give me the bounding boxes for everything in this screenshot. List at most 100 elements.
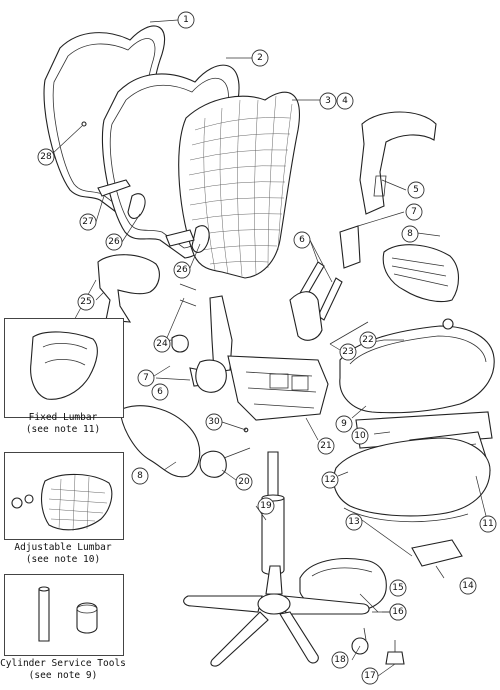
callout-22: 22 bbox=[359, 331, 377, 349]
spine-bar bbox=[289, 291, 323, 341]
fixed-lumbar-title: Fixed Lumbar bbox=[28, 412, 98, 423]
frame-bracket-mid bbox=[165, 229, 195, 247]
svg-text:6: 6 bbox=[157, 387, 163, 397]
callout-8a: 8 bbox=[401, 225, 419, 243]
inset-fixed-lumbar bbox=[4, 318, 124, 418]
callout-11: 11 bbox=[479, 515, 497, 533]
svg-text:8: 8 bbox=[137, 471, 143, 481]
svg-text:4: 4 bbox=[342, 96, 348, 106]
adjustable-lumbar-caption: Adjustable Lumbar (see note 10) bbox=[0, 542, 138, 566]
armrest-left bbox=[97, 254, 160, 323]
callout-10: 10 bbox=[351, 427, 369, 445]
tilt-cover-15-inner bbox=[311, 567, 373, 577]
svg-text:25: 25 bbox=[80, 297, 91, 307]
frame-clip-26a bbox=[127, 193, 146, 219]
mesh-pattern bbox=[188, 95, 293, 277]
svg-text:26: 26 bbox=[108, 237, 120, 247]
callout-7a: 7 bbox=[137, 369, 155, 387]
callout-1: 1 bbox=[177, 11, 195, 29]
back-support-arm bbox=[209, 295, 233, 373]
svg-text:3: 3 bbox=[325, 96, 331, 106]
callout-25: 25 bbox=[77, 293, 95, 311]
callout-16-mark bbox=[372, 611, 390, 613]
tilt-handle-20 bbox=[199, 450, 227, 478]
callout-7b: 7 bbox=[405, 203, 423, 221]
callout-26b: 26 bbox=[173, 261, 191, 279]
callout-2: 2 bbox=[251, 49, 269, 67]
tilt-housing-detail bbox=[245, 371, 317, 409]
lumbar-cover-ribs bbox=[391, 257, 449, 287]
callout-9: 9 bbox=[335, 415, 353, 433]
callout-24: 24 bbox=[153, 335, 171, 353]
pin-24a bbox=[179, 283, 197, 291]
svg-text:14: 14 bbox=[462, 581, 474, 591]
adjustable-lumbar-title: Adjustable Lumbar bbox=[14, 542, 112, 553]
svg-text:27: 27 bbox=[82, 217, 93, 227]
seat-base-12 bbox=[333, 437, 491, 517]
callout-27: 27 bbox=[79, 213, 97, 231]
svg-text:12: 12 bbox=[324, 475, 335, 485]
svg-text:30: 30 bbox=[208, 417, 220, 427]
callout-17: 17 bbox=[361, 667, 379, 685]
callout-21: 21 bbox=[317, 437, 335, 455]
svg-text:2: 2 bbox=[257, 53, 263, 63]
cylinder-top bbox=[267, 451, 279, 499]
seat-base-13 bbox=[343, 507, 469, 523]
cylinder-tools-caption: Cylinder Service Tools (see note 9) bbox=[0, 658, 138, 682]
small-knob-7 bbox=[171, 334, 189, 353]
screw-28 bbox=[81, 121, 87, 127]
svg-text:8: 8 bbox=[407, 229, 413, 239]
svg-text:28: 28 bbox=[40, 152, 52, 162]
svg-text:23: 23 bbox=[342, 347, 353, 357]
glide-17 bbox=[385, 640, 405, 665]
inset-cylinder-tools bbox=[4, 574, 124, 656]
svg-text:15: 15 bbox=[392, 607, 403, 617]
armrest-right bbox=[359, 111, 437, 215]
tilt-handle-rod bbox=[223, 447, 251, 459]
cylinder-tools-drawing bbox=[38, 586, 98, 642]
svg-text:13: 13 bbox=[348, 517, 359, 527]
seat-bracket-14 bbox=[411, 539, 463, 567]
fixed-lumbar-drawing bbox=[30, 331, 98, 400]
svg-text:7: 7 bbox=[411, 207, 417, 217]
caster-18 bbox=[351, 627, 369, 655]
svg-text:6: 6 bbox=[299, 235, 305, 245]
inset-adjustable-lumbar bbox=[4, 452, 124, 540]
cylinder-tools-note: (see note 9) bbox=[28, 670, 98, 681]
svg-text:9: 9 bbox=[341, 419, 347, 429]
callout-26a: 26 bbox=[105, 233, 123, 251]
callout-23: 23 bbox=[339, 343, 357, 361]
svg-text:11: 11 bbox=[482, 519, 493, 529]
callout-6a: 6 bbox=[293, 231, 311, 249]
callout-15: 15 bbox=[389, 603, 407, 621]
callout-12: 12 bbox=[321, 471, 339, 489]
cylinder-tools-title: Cylinder Service Tools bbox=[0, 658, 126, 669]
svg-text:22: 22 bbox=[362, 335, 373, 345]
callout-13: 13 bbox=[345, 513, 363, 531]
svg-text:17: 17 bbox=[364, 671, 375, 681]
lumbar-pad-7 bbox=[339, 225, 361, 269]
frame-bracket-27 bbox=[97, 179, 131, 197]
tilt-plate bbox=[195, 359, 227, 393]
svg-text:10: 10 bbox=[354, 431, 366, 441]
svg-text:5: 5 bbox=[413, 185, 419, 195]
callout-3: 3 bbox=[319, 92, 337, 110]
svg-text:1: 1 bbox=[183, 15, 189, 25]
armrest-right-slot bbox=[373, 175, 387, 197]
callout-14: 14 bbox=[459, 577, 477, 595]
svg-text:21: 21 bbox=[320, 441, 331, 451]
fixed-lumbar-caption: Fixed Lumbar (see note 11) bbox=[0, 412, 138, 436]
callout-28: 28 bbox=[37, 148, 55, 166]
fixed-lumbar-note: (see note 11) bbox=[25, 424, 101, 435]
callout-30: 30 bbox=[205, 413, 223, 431]
leader-lines bbox=[51, 19, 489, 677]
adjustable-lumbar-drawing bbox=[11, 473, 113, 532]
frame-clip-26b bbox=[191, 225, 210, 253]
callout-6b: 6 bbox=[151, 383, 169, 401]
adjustable-lumbar-note: (see note 10) bbox=[25, 554, 101, 565]
svg-text:24: 24 bbox=[156, 339, 168, 349]
svg-text:19: 19 bbox=[260, 501, 272, 511]
five-star-base-16 bbox=[183, 565, 370, 667]
callout-8b: 8 bbox=[131, 467, 149, 485]
